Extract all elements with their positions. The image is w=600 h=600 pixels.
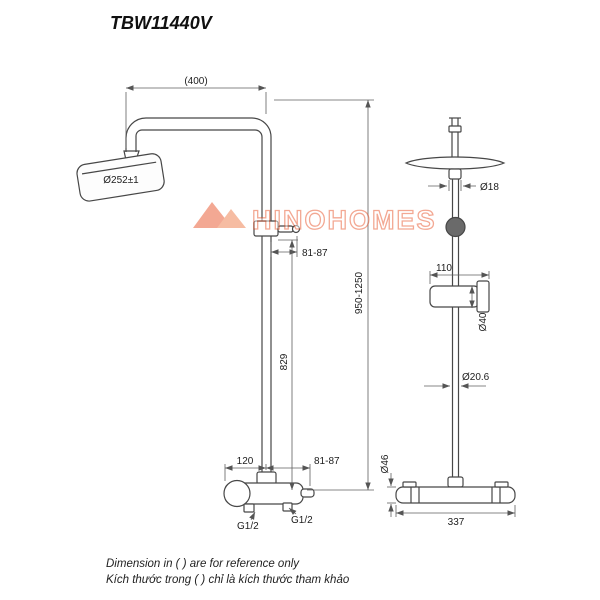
side-view-dimensions <box>387 180 516 517</box>
dim-inlet-left: G1/2 <box>237 521 259 532</box>
dim-valve-width: 120 <box>237 456 254 467</box>
dim-arm-depth: 81-87 <box>302 248 328 259</box>
dim-stem-diameter: Ø18 <box>480 182 499 193</box>
watermark-text: HINOHOMES <box>252 205 437 235</box>
front-view-dimensions <box>125 85 374 521</box>
dim-riser-height: 829 <box>279 353 290 370</box>
shower-head-side <box>404 156 506 180</box>
diverter-connector <box>253 220 301 237</box>
watermark-logo-icon-2 <box>217 209 246 228</box>
dim-valve-length: 337 <box>448 517 465 528</box>
mixer-valve-front <box>223 471 315 513</box>
drawing-title: TBW11440V <box>110 13 214 33</box>
shower-arm <box>123 117 272 161</box>
side-view <box>395 117 516 504</box>
wall-bracket <box>429 280 490 313</box>
dim-head-diameter: Ø252±1 <box>103 175 139 186</box>
shower-head <box>76 153 165 202</box>
dim-inlet-right: G1/2 <box>291 515 313 526</box>
front-view <box>76 117 315 513</box>
ball-joint <box>445 216 466 238</box>
mixer-valve-side <box>395 476 516 504</box>
dim-total-height: 950-1250 <box>354 271 365 314</box>
watermark-logo-icon <box>193 202 227 228</box>
footer-note-en: Dimension in ( ) are for reference only <box>106 558 300 570</box>
dim-valve-diameter: Ø46 <box>380 454 391 473</box>
dim-top-width: (400) <box>184 76 207 87</box>
dim-valve-depth: 81-87 <box>314 456 340 467</box>
dim-pipe-diameter: Ø20.6 <box>462 372 490 383</box>
dim-joint-diameter: Ø40 <box>478 312 489 331</box>
footer-note-vi: Kích thước trong ( ) chỉ là kích thước t… <box>106 574 350 586</box>
dim-bracket-depth: 110 <box>436 263 452 274</box>
riser-pipe <box>261 137 272 474</box>
watermark: HINOHOMES <box>193 202 437 236</box>
head-stem <box>448 117 462 158</box>
